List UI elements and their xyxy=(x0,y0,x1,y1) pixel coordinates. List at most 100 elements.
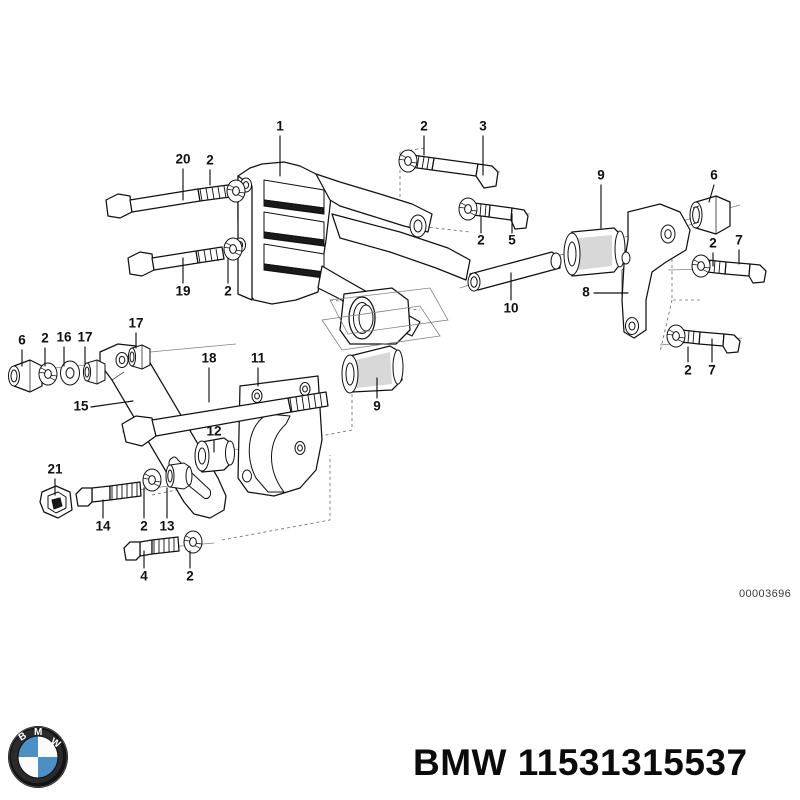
part-2-lock-washer xyxy=(38,362,58,386)
callout-number: 19 xyxy=(175,284,190,299)
callout-hex-bolt-short-7a: 7 xyxy=(735,233,743,265)
callout-number: 2 xyxy=(420,119,428,134)
callout-number: 2 xyxy=(709,236,717,251)
part-20-hex-bolt-long xyxy=(105,184,231,219)
callout-hex-nut-small-17a: 17 xyxy=(77,330,93,366)
callout-hex-bolt-14: 14 xyxy=(95,499,111,534)
callout-rubber-bushing-9a: 9 xyxy=(597,168,605,229)
callout-number: 3 xyxy=(479,119,487,134)
callout-hex-nut-21: 21 xyxy=(47,462,63,496)
bracket-eye-upper xyxy=(409,214,427,238)
part-9-rubber-bushing xyxy=(329,287,449,394)
part-19-hex-bolt-long xyxy=(127,246,225,277)
callout-number: 11 xyxy=(251,351,266,366)
callout-number: 10 xyxy=(503,301,518,316)
callout-number: 4 xyxy=(140,569,148,584)
callout-leader-line xyxy=(708,184,715,203)
callout-lock-washer-2f: 2 xyxy=(684,346,692,378)
part-2-lock-washer xyxy=(666,324,686,348)
callout-support-arm-8: 8 xyxy=(582,285,629,300)
callout-hex-bolt-short-5: 5 xyxy=(508,213,516,248)
callout-lock-washer-2d: 2 xyxy=(224,257,232,299)
callout-number: 9 xyxy=(597,168,605,183)
callout-hex-bolt-4: 4 xyxy=(140,550,148,584)
diagram-id-text: 00003696 xyxy=(739,588,791,600)
callout-number: 1 xyxy=(276,119,284,134)
callout-hex-bolt-short-7b: 7 xyxy=(708,338,716,378)
callout-number: 7 xyxy=(708,363,716,378)
part-6-hex-nut xyxy=(689,195,731,235)
callout-lock-washer-2c: 2 xyxy=(477,215,485,248)
callout-hex-bolt-long-18: 18 xyxy=(201,351,217,403)
callout-lock-washer-2e: 2 xyxy=(709,236,717,267)
part-21-hex-nut xyxy=(39,485,73,519)
part-1-main-bracket-casting xyxy=(234,161,471,351)
part-9-rubber-bushing xyxy=(563,227,626,277)
callout-number: 8 xyxy=(582,285,590,300)
callout-number: 21 xyxy=(47,462,63,477)
callout-number: 2 xyxy=(186,569,194,584)
callout-number: 16 xyxy=(56,330,72,345)
svg-text:M: M xyxy=(34,727,42,738)
part-7-hex-bolt-short xyxy=(680,329,741,354)
callout-slotted-link-arm-15: 15 xyxy=(73,399,134,414)
callout-number: 9 xyxy=(373,399,381,414)
part-2-lock-washer xyxy=(142,468,162,492)
callout-number: 2 xyxy=(477,233,485,248)
part-14-hex-bolt xyxy=(75,481,142,507)
callout-mounting-plate-11: 11 xyxy=(251,351,266,387)
part-13-washer-thick xyxy=(165,462,193,490)
part-2-lock-washer xyxy=(458,197,478,221)
callout-number: 6 xyxy=(18,333,26,348)
callout-lock-washer-2b: 2 xyxy=(420,119,428,156)
part-12-bushing-sleeve xyxy=(194,437,235,473)
callout-lock-washer-2i: 2 xyxy=(186,550,194,584)
part-18-hex-bolt-long xyxy=(121,391,329,447)
part-6-hex-nut xyxy=(8,359,43,393)
callout-lock-washer-2a: 2 xyxy=(206,153,214,186)
part-8-support-arm xyxy=(621,203,691,339)
callout-main-bracket-casting-1: 1 xyxy=(276,119,284,177)
callout-rubber-bushing-9b: 9 xyxy=(373,377,381,414)
callout-spacer-tube-10: 10 xyxy=(503,272,519,316)
callout-number: 2 xyxy=(140,519,148,534)
part-17-hex-nut-small xyxy=(127,344,151,370)
callout-number: 6 xyxy=(710,168,718,183)
callout-hex-bolt-long-19: 19 xyxy=(175,257,191,299)
callout-number: 12 xyxy=(206,424,221,439)
callout-number: 13 xyxy=(159,519,175,534)
callout-hex-bolt-3: 3 xyxy=(479,119,487,176)
callout-number: 2 xyxy=(684,363,692,378)
callout-number: 20 xyxy=(175,152,190,167)
part-2-lock-washer xyxy=(398,149,418,173)
part-2-lock-washer xyxy=(691,254,711,278)
callout-hex-nut-6b: 6 xyxy=(18,333,26,367)
callout-hex-bolt-long-20: 20 xyxy=(175,152,191,201)
bmw-roundel-logo: B M W xyxy=(8,726,68,788)
part-4-hex-bolt xyxy=(123,536,180,561)
callout-lock-washer-2h: 2 xyxy=(140,487,148,534)
callout-number: 17 xyxy=(128,316,143,331)
callout-number: 7 xyxy=(735,233,743,248)
callout-leader-line xyxy=(90,400,134,408)
part-2-lock-washer xyxy=(183,530,203,554)
footer-part-number: BMW 11531315537 xyxy=(413,742,748,783)
callout-hex-nut-6a: 6 xyxy=(708,168,718,203)
part-16-washer xyxy=(60,360,80,386)
part-10-spacer-tube xyxy=(467,251,562,292)
callout-number: 15 xyxy=(73,399,89,414)
callout-number: 2 xyxy=(41,331,49,346)
callout-hex-nut-small-17b: 17 xyxy=(128,316,144,349)
callout-number: 14 xyxy=(95,519,111,534)
callout-number: 2 xyxy=(224,284,232,299)
part-2-lock-washer xyxy=(223,237,243,261)
callout-number: 5 xyxy=(508,233,516,248)
svg-text:B: B xyxy=(17,730,29,743)
bracket-bore-boss xyxy=(339,287,411,345)
part-3-hex-bolt xyxy=(409,154,499,189)
part-2-lock-washer xyxy=(226,179,246,203)
part-7-hex-bolt-short xyxy=(706,259,767,284)
